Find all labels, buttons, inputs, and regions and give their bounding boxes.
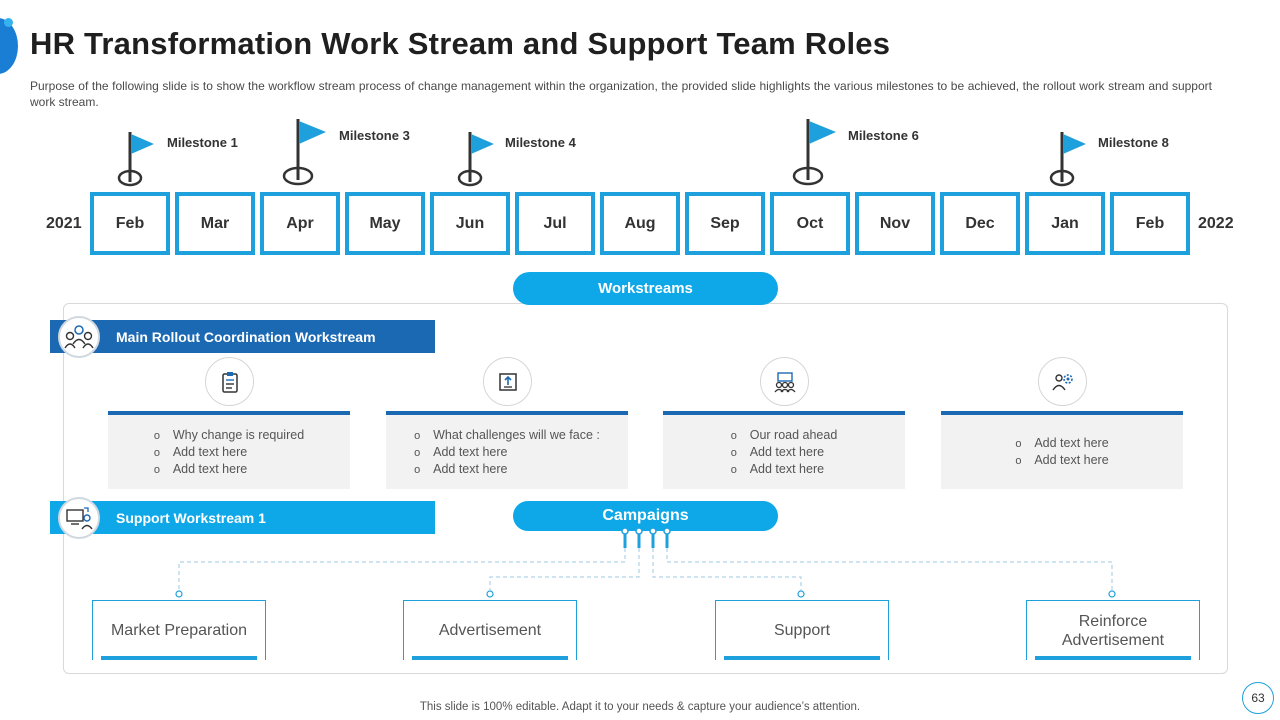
month-box: May: [345, 192, 425, 255]
main-rollout-bar: Main Rollout Coordination Workstream: [50, 320, 435, 353]
document-arrow-icon: [483, 357, 532, 406]
month-box: Feb: [1110, 192, 1190, 255]
milestone-label: Milestone 4: [505, 135, 576, 150]
month-box: Jan: [1025, 192, 1105, 255]
support-workstream-bar: Support Workstream 1: [50, 501, 435, 534]
flag-icon: [1049, 132, 1086, 187]
milestone-label: Milestone 3: [339, 128, 410, 143]
clipboard-icon: [205, 357, 254, 406]
flag-icon: [457, 132, 494, 187]
campaign-label: Market Preparation: [110, 622, 248, 639]
campaign-underline: [724, 656, 880, 660]
main-rollout-title: Main Rollout Coordination Workstream: [116, 328, 376, 345]
month-box: Oct: [770, 192, 850, 255]
card-list-item: Add text here: [154, 444, 304, 461]
footer-note: This slide is 100% editable. Adapt it to…: [419, 701, 861, 713]
campaign-underline: [412, 656, 568, 660]
rollout-card: Add text here Add text here: [941, 411, 1183, 489]
card-list-item: Add text here: [1015, 435, 1108, 452]
milestone-label: Milestone 1: [167, 135, 238, 150]
rollout-team-icon: [58, 316, 100, 358]
corner-decoration: [0, 18, 18, 74]
campaign-label: Support: [773, 622, 831, 639]
people-gear-icon: [1038, 357, 1087, 406]
card-list-item: Add text here: [1015, 452, 1108, 469]
campaign-box: Advertisement: [403, 600, 577, 660]
card-list-item: Our road ahead: [731, 427, 838, 444]
card-list-item: Add text here: [731, 444, 838, 461]
month-box: Sep: [685, 192, 765, 255]
flag-icon: [792, 119, 836, 186]
card-list-item: Add text here: [414, 461, 600, 478]
month-box: Jul: [515, 192, 595, 255]
campaign-box: Support: [715, 600, 889, 660]
campaign-label: Advertisement: [438, 622, 542, 639]
milestone-label: Milestone 6: [848, 128, 919, 143]
flag-icon: [117, 132, 154, 187]
campaign-box: Reinforce Advertisement: [1026, 600, 1200, 660]
card-list-item: Add text here: [154, 461, 304, 478]
card-list-item: Why change is required: [154, 427, 304, 444]
card-list-item: Add text here: [414, 444, 600, 461]
corner-decoration-dot: [4, 18, 13, 27]
end-year: 2022: [1198, 215, 1234, 232]
rollout-card: Our road ahead Add text here Add text he…: [663, 411, 905, 489]
campaign-underline: [1035, 656, 1191, 660]
campaigns-pill: Campaigns: [513, 501, 778, 531]
month-box: Mar: [175, 192, 255, 255]
milestone-label: Milestone 8: [1098, 135, 1169, 150]
campaign-box: Market Preparation: [92, 600, 266, 660]
support-workstream-title: Support Workstream 1: [116, 509, 266, 526]
page-number: 63: [1242, 682, 1274, 714]
month-box: Dec: [940, 192, 1020, 255]
month-box: Nov: [855, 192, 935, 255]
start-year: 2021: [46, 215, 82, 232]
page-subtitle: Purpose of the following slide is to sho…: [30, 79, 1212, 109]
month-box: Apr: [260, 192, 340, 255]
card-list-item: Add text here: [731, 461, 838, 478]
rollout-card: Why change is required Add text here Add…: [108, 411, 350, 489]
flag-icon: [282, 119, 326, 186]
rollout-card: What challenges will we face : Add text …: [386, 411, 628, 489]
month-box: Feb: [90, 192, 170, 255]
support-computer-icon: [58, 497, 100, 539]
card-list-item: What challenges will we face :: [414, 427, 600, 444]
month-box: Aug: [600, 192, 680, 255]
month-box: Jun: [430, 192, 510, 255]
page-title: HR Transformation Work Stream and Suppor…: [30, 26, 891, 61]
campaign-underline: [101, 656, 257, 660]
team-board-icon: [760, 357, 809, 406]
campaign-label: Reinforce Advertisement: [1061, 612, 1165, 649]
workstreams-pill: Workstreams: [513, 272, 778, 305]
